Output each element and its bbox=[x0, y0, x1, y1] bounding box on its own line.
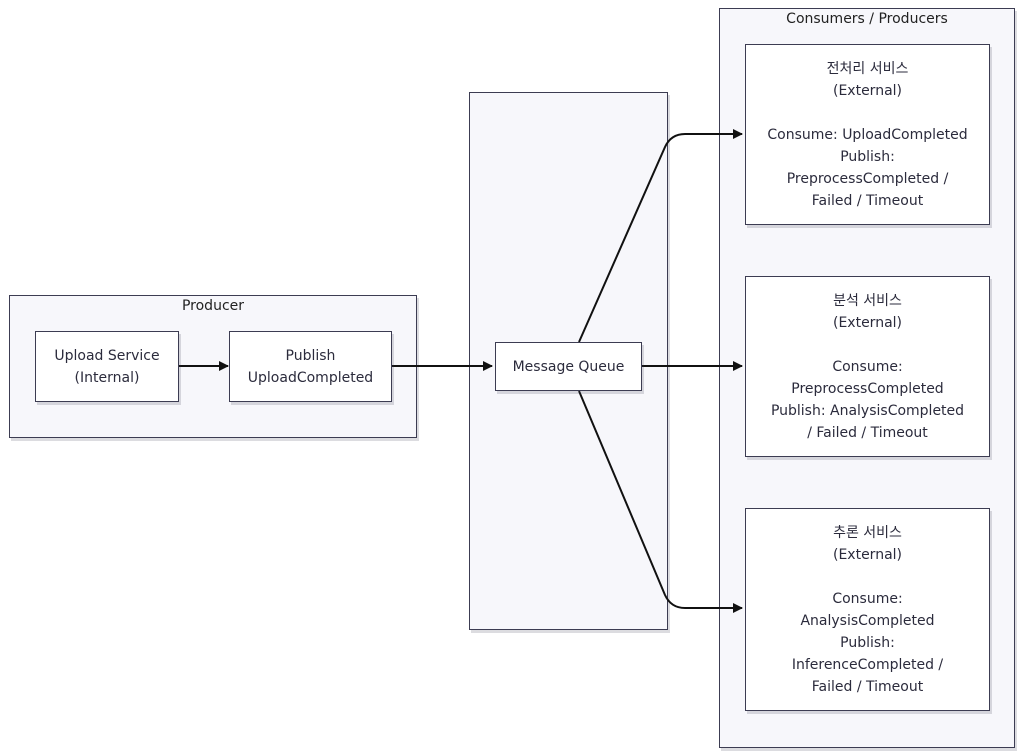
analysis-service-label: 분석 서비스 (External) Consume: PreprocessCom… bbox=[770, 292, 965, 441]
producer-cluster-title: Producer bbox=[181, 298, 245, 314]
inference-service-node: 추론 서비스 (External) Consume: AnalysisCompl… bbox=[745, 508, 990, 711]
analysis-service-node: 분석 서비스 (External) Consume: PreprocessCom… bbox=[745, 276, 990, 457]
consumers-cluster-title: Consumers / Producers bbox=[786, 11, 948, 27]
message-queue-node: Message Queue bbox=[495, 342, 642, 391]
inference-service-label: 추론 서비스 (External) Consume: AnalysisCompl… bbox=[791, 524, 944, 695]
message-queue-label: Message Queue bbox=[512, 358, 625, 375]
publish-upload-completed-node: Publish UploadCompleted bbox=[229, 331, 392, 402]
upload-service-node: Upload Service (Internal) bbox=[35, 331, 179, 402]
upload-service-label: Upload Service (Internal) bbox=[54, 347, 160, 386]
preprocess-service-label: 전처리 서비스 (External) Consume: UploadComple… bbox=[767, 60, 968, 209]
preprocess-service-node: 전처리 서비스 (External) Consume: UploadComple… bbox=[745, 44, 990, 225]
publish-upload-completed-label: Publish UploadCompleted bbox=[247, 347, 374, 386]
